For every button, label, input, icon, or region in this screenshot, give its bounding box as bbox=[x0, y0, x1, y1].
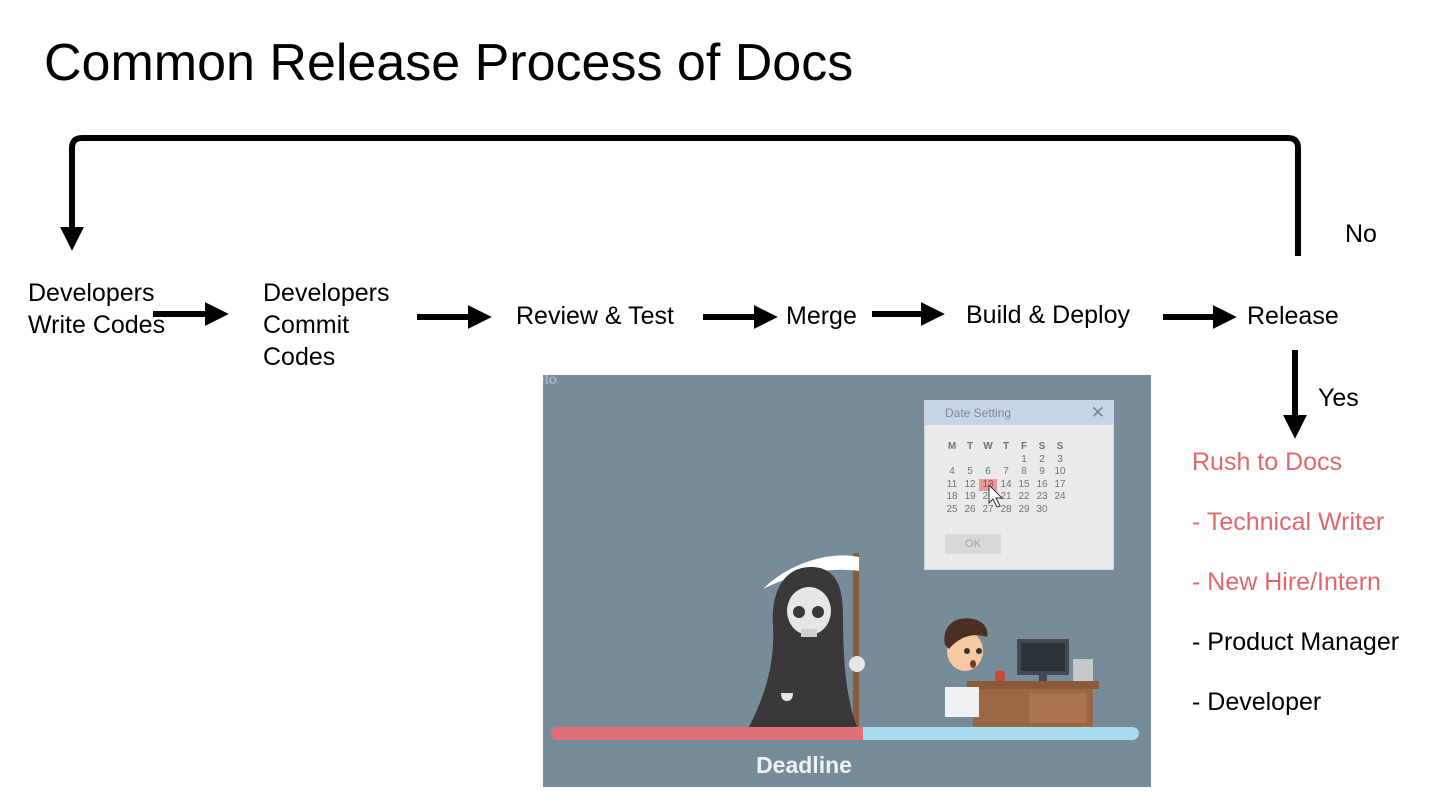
illustration-art bbox=[749, 483, 1099, 729]
watermark: elo bbox=[543, 375, 558, 387]
calendar-day: 18 bbox=[946, 491, 958, 502]
calendar-weekday: S bbox=[1038, 441, 1046, 452]
page-title: Common Release Process of Docs bbox=[44, 34, 854, 92]
calendar-day: 19 bbox=[964, 491, 976, 502]
calendar-week-row: 4 5 6 7 8 9 10 bbox=[943, 466, 1069, 479]
calendar-weekday: T bbox=[1002, 441, 1010, 452]
worker-desk-icon bbox=[944, 618, 1099, 727]
calendar-day: 22 bbox=[1018, 491, 1030, 502]
roles-list: Rush to Docs - Technical Writer - New Hi… bbox=[1192, 446, 1399, 746]
calendar-weekday: S bbox=[1056, 441, 1064, 452]
ok-button: OK bbox=[945, 534, 1001, 554]
calendar-day: 27 bbox=[982, 503, 994, 515]
step-review-test: Review & Test bbox=[516, 302, 674, 330]
step-merge: Merge bbox=[786, 302, 857, 330]
calendar-day: 11 bbox=[946, 478, 958, 490]
calendar-day: 12 bbox=[964, 478, 976, 490]
deadline-illustration: elo Date Setting ✕ MTWTFSS12345678910111… bbox=[543, 375, 1151, 787]
calendar-day: 26 bbox=[964, 503, 976, 515]
calendar-day: 24 bbox=[1054, 491, 1066, 502]
cursor-icon bbox=[988, 483, 1004, 508]
calendar-day: 25 bbox=[946, 503, 958, 515]
calendar-day: 16 bbox=[1036, 478, 1048, 490]
label-yes: Yes bbox=[1318, 384, 1359, 412]
label-no: No bbox=[1345, 220, 1377, 248]
step-release: Release bbox=[1247, 302, 1339, 330]
calendar-day: 5 bbox=[967, 466, 973, 477]
calendar-day: 3 bbox=[1057, 453, 1063, 465]
calendar-day: 6 bbox=[985, 466, 991, 477]
calendar-week-row: 18 19 20 21 22 23 24 bbox=[943, 491, 1069, 504]
calendar-weekday: W bbox=[983, 441, 993, 452]
calendar-day: 21 bbox=[1000, 491, 1012, 502]
grim-reaper-icon bbox=[749, 567, 865, 727]
role-developer: - Developer bbox=[1192, 688, 1322, 716]
calendar-day: 17 bbox=[1054, 478, 1066, 490]
deadline-progress-remaining bbox=[863, 727, 1139, 740]
calendar-week-row: 25 26 27 28 29 30 bbox=[943, 504, 1069, 517]
deadline-progress-elapsed bbox=[551, 727, 863, 740]
calendar-weekday: F bbox=[1020, 441, 1028, 452]
calendar-day: 20 bbox=[982, 491, 994, 502]
calendar-day: 4 bbox=[949, 466, 955, 477]
role-new-hire: - New Hire/Intern bbox=[1192, 568, 1381, 596]
calendar-day: 15 bbox=[1018, 478, 1030, 490]
calendar-day: 10 bbox=[1054, 466, 1066, 477]
calendar-day: 7 bbox=[1003, 466, 1009, 477]
role-technical-writer: - Technical Writer bbox=[1192, 508, 1385, 536]
calendar-day: 30 bbox=[1036, 503, 1048, 515]
step-commit-codes: Developers Commit Codes bbox=[263, 279, 390, 371]
calendar-day: 1 bbox=[1021, 453, 1027, 465]
calendar-weekday: M bbox=[947, 441, 957, 452]
loop-back-arrow bbox=[60, 135, 1301, 256]
calendar-day: 8 bbox=[1021, 466, 1027, 477]
calendar-day: 14 bbox=[1000, 478, 1012, 490]
dialog-title: Date Setting bbox=[945, 406, 1012, 420]
step-build-deploy: Build & Deploy bbox=[966, 301, 1130, 329]
roles-heading: Rush to Docs bbox=[1192, 448, 1343, 476]
calendar-day: 2 bbox=[1039, 453, 1045, 465]
calendar-day: 9 bbox=[1039, 466, 1045, 477]
calendar-day: 23 bbox=[1036, 491, 1048, 502]
calendar-day: 29 bbox=[1018, 503, 1030, 515]
close-icon: ✕ bbox=[1090, 403, 1105, 422]
deadline-caption: Deadline bbox=[756, 752, 852, 778]
step-write-codes: Developers Write Codes bbox=[28, 279, 166, 339]
calendar-day: 28 bbox=[1000, 503, 1012, 515]
dialog-header: Date Setting ✕ bbox=[925, 401, 1113, 425]
role-product-manager: - Product Manager bbox=[1192, 628, 1400, 656]
calendar-weekday: T bbox=[966, 441, 974, 452]
